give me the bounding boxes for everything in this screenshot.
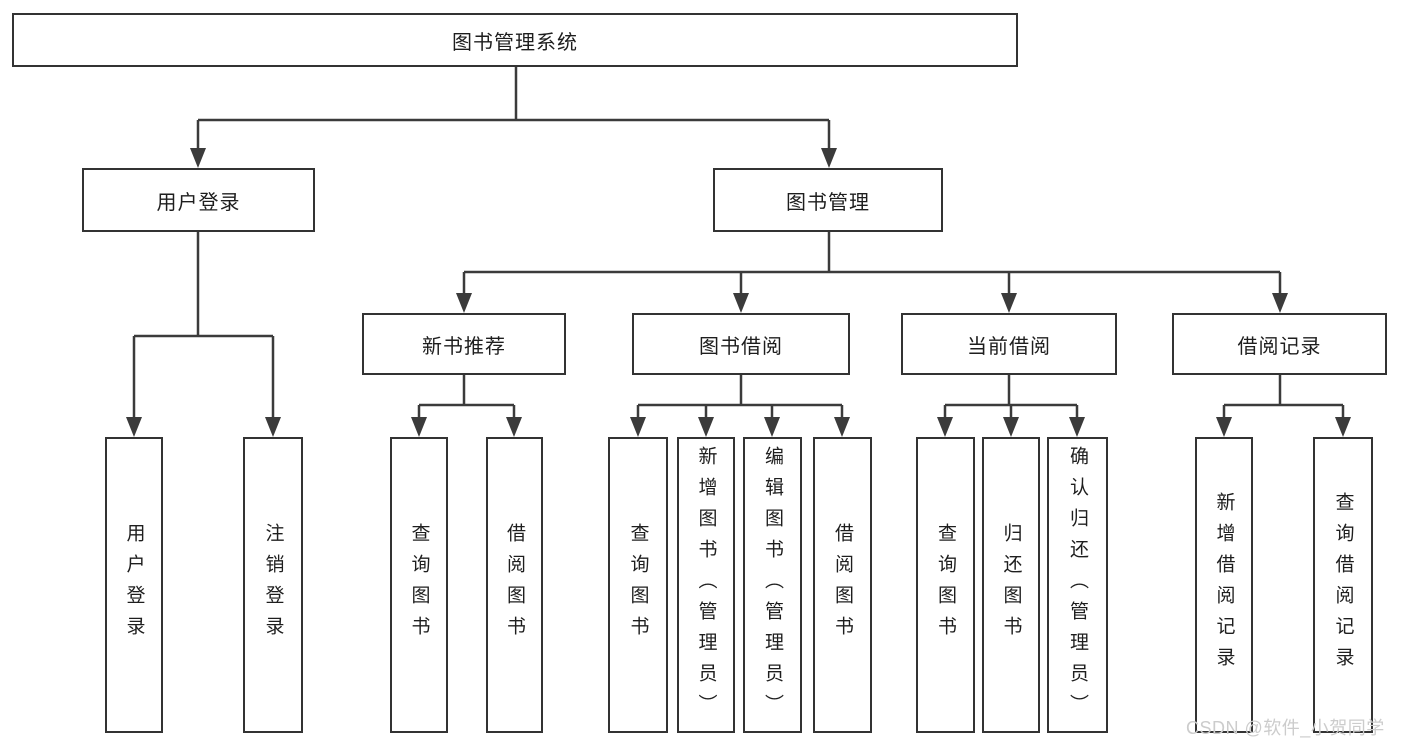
node-borrow-book-leaf: 借阅图书 [813, 437, 872, 733]
node-logout-leaf: 注销登录 [243, 437, 303, 733]
node-search-borrow-record: 查询借阅记录 [1313, 437, 1373, 733]
node-search-book-borrow: 查询图书 [608, 437, 668, 733]
node-borrow-records: 借阅记录 [1172, 313, 1387, 375]
node-user-login-branch: 用户登录 [82, 168, 315, 232]
node-book-management: 图书管理 [713, 168, 943, 232]
node-return-book: 归还图书 [982, 437, 1040, 733]
node-search-book-current: 查询图书 [916, 437, 975, 733]
node-book-borrow: 图书借阅 [632, 313, 850, 375]
node-current-borrow: 当前借阅 [901, 313, 1117, 375]
node-add-borrow-record: 新增借阅记录 [1195, 437, 1253, 733]
node-edit-book-admin: 编辑图书（管理员） [743, 437, 802, 733]
node-root: 图书管理系统 [12, 13, 1018, 67]
watermark: CSDN @软件_小贺同学 [1186, 718, 1385, 738]
node-new-book-recommend: 新书推荐 [362, 313, 566, 375]
node-confirm-return-admin: 确认归还（管理员） [1047, 437, 1108, 733]
node-borrow-book-recommend: 借阅图书 [486, 437, 543, 733]
node-search-book-recommend: 查询图书 [390, 437, 448, 733]
node-add-book-admin: 新增图书（管理员） [677, 437, 735, 733]
node-user-login-leaf: 用户登录 [105, 437, 163, 733]
